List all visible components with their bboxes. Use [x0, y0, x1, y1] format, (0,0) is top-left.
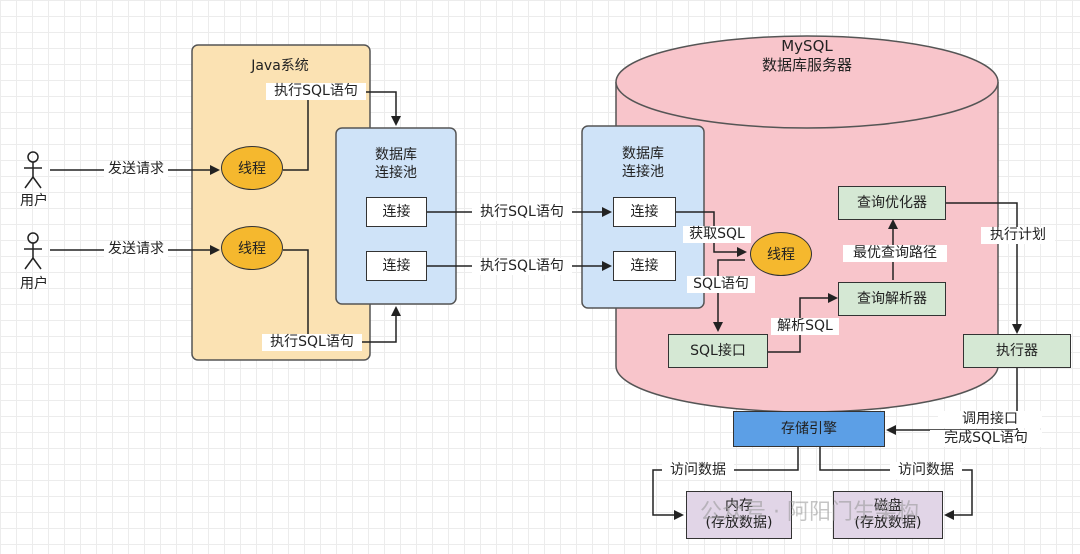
- client-pool-title-line1: 数据库: [375, 147, 417, 163]
- mysql-title-line1: MySQL: [781, 37, 833, 55]
- query-optimizer-box: 查询优化器: [838, 186, 946, 220]
- java-system-title: Java系统: [251, 58, 309, 74]
- mysql-title-line2: 数据库服务器: [761, 56, 852, 74]
- send-request-label-2: 发送请求: [104, 241, 168, 258]
- client-connection-1: 连接: [366, 197, 427, 227]
- client-pool-title-line2: 连接池: [375, 165, 417, 181]
- memory-box: 内存 (存放数据): [686, 491, 792, 539]
- java-thread-1: 线程: [221, 146, 283, 190]
- access-data-left-label: 访问数据: [662, 462, 734, 479]
- call-interface-line2: 完成SQL语句: [930, 430, 1042, 447]
- user-label-1: 用户: [20, 193, 48, 209]
- disk-box: 磁盘 (存放数据): [833, 491, 943, 539]
- storage-engine-box: 存储引擎: [733, 411, 885, 447]
- client-connection-2: 连接: [366, 251, 427, 281]
- java-thread-2: 线程: [221, 226, 283, 270]
- send-request-label-1: 发送请求: [104, 161, 168, 178]
- server-connection-2: 连接: [613, 251, 676, 281]
- memory-line2: (存放数据): [705, 515, 773, 531]
- parse-sql-label: 解析SQL: [771, 318, 839, 335]
- user-icon-1: [24, 151, 42, 189]
- executor-box: 执行器: [963, 334, 1071, 368]
- sql-interface-box: SQL接口: [668, 334, 768, 368]
- user-label-2: 用户: [20, 276, 48, 292]
- query-parser-box: 查询解析器: [838, 282, 946, 316]
- get-sql-label: 获取SQL: [683, 226, 751, 243]
- watermark-text: 公众号 · 阿阳门生架构: [700, 500, 919, 525]
- access-data-right-label: 访问数据: [890, 462, 962, 479]
- exec-plan-label: 执行计划: [981, 227, 1055, 244]
- exec-sql-top-label: 执行SQL语句: [266, 83, 366, 100]
- server-pool-title-line1: 数据库: [622, 146, 664, 162]
- exec-sql-bottom-label: 执行SQL语句: [262, 334, 362, 351]
- memory-line1: 内存: [725, 498, 753, 514]
- server-pool-title-line2: 连接池: [622, 164, 664, 180]
- best-path-label: 最优查询路径: [843, 245, 947, 262]
- exec-sql-link-2: 执行SQL语句: [472, 258, 572, 275]
- sql-statement-label: SQL语句: [687, 276, 755, 293]
- server-connection-1: 连接: [613, 197, 676, 227]
- call-interface-line1: 调用接口: [938, 411, 1042, 428]
- mysql-thread: 线程: [750, 232, 812, 276]
- disk-line1: 磁盘: [874, 498, 902, 514]
- disk-line2: (存放数据): [854, 515, 922, 531]
- user-icon-2: [24, 232, 42, 270]
- exec-sql-link-1: 执行SQL语句: [472, 204, 572, 221]
